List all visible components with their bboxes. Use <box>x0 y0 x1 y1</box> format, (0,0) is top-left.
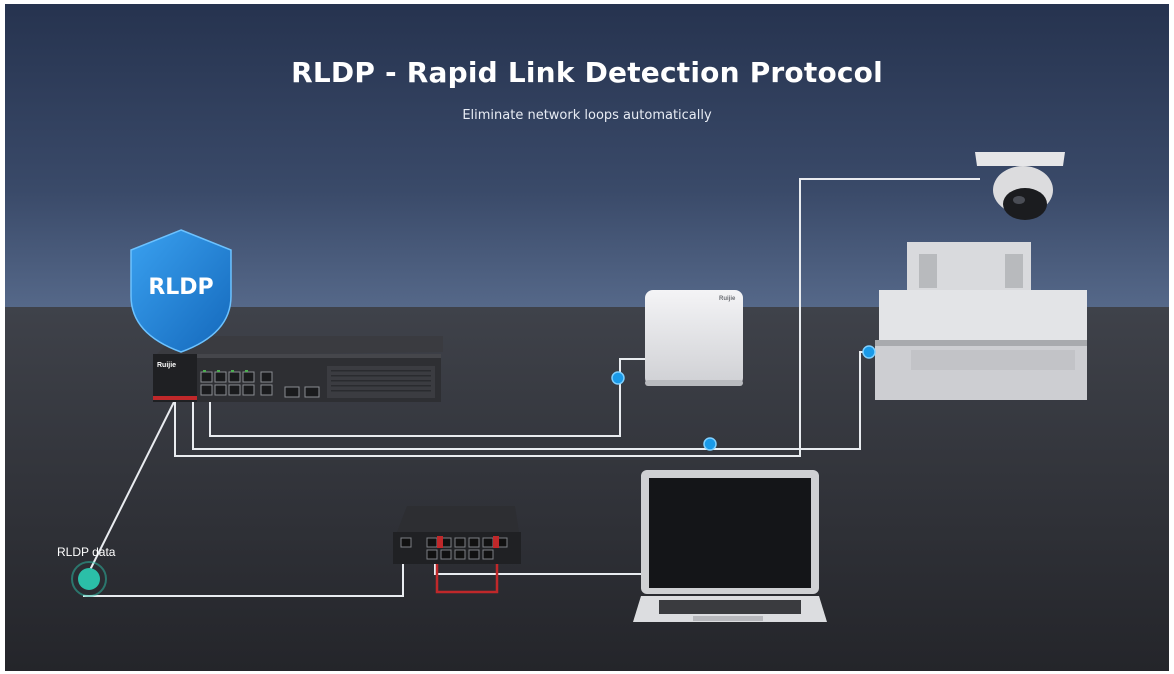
rldp-data-label: RLDP data <box>57 545 116 559</box>
link-marker-ap <box>611 371 625 385</box>
rldp-data-marker <box>71 561 107 597</box>
access-point <box>645 290 743 386</box>
network-scene <box>5 152 1169 671</box>
link-marker-middle <box>703 437 717 451</box>
link-marker-printer <box>862 345 876 359</box>
printer <box>875 242 1087 400</box>
diagram-canvas: RLDP - Rapid Link Detection Protocol Eli… <box>5 4 1169 671</box>
shield-label: RLDP <box>148 275 214 300</box>
cable-switch-camera <box>174 178 980 457</box>
loop-cable-red <box>435 544 499 594</box>
laptop <box>633 470 827 622</box>
diagram-subtitle: Eliminate network loops automatically <box>462 108 712 123</box>
core-switch-logo: Ruijie <box>157 362 177 369</box>
diagram-title: RLDP - Rapid Link Detection Protocol <box>291 56 883 89</box>
ap-logo: Ruijie <box>719 296 736 302</box>
access-switch <box>393 506 521 564</box>
rldp-shield-icon <box>130 229 232 353</box>
cable-switch-rldp <box>82 383 184 585</box>
dome-camera <box>975 152 1065 220</box>
core-switch <box>153 336 443 402</box>
cable-switch-ap <box>209 358 645 437</box>
cable-small-switch-laptop <box>434 560 645 575</box>
